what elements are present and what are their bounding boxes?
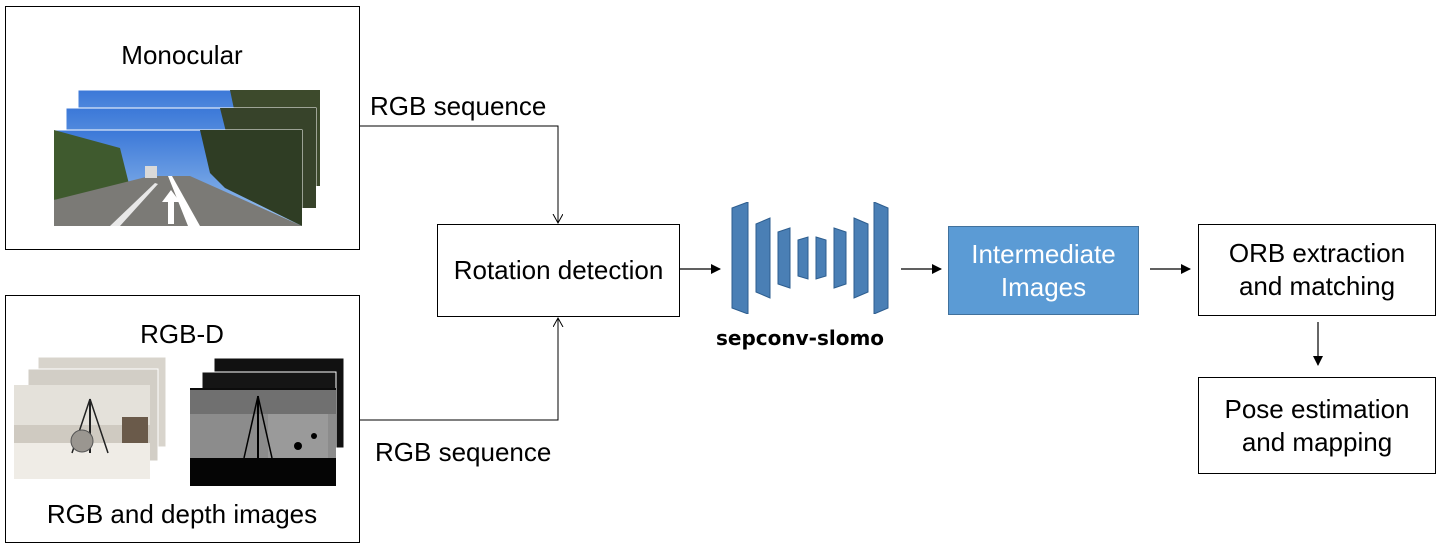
rgbd-caption: RGB and depth images	[46, 499, 318, 529]
pose-line-1: Pose estimation	[1224, 393, 1410, 424]
rgbd-to-rotation-arrow	[360, 318, 558, 421]
monocular-to-rotation-arrow	[360, 125, 558, 223]
encoder-decoder-network-icon	[731, 202, 889, 314]
rgb-image-stack	[14, 356, 167, 479]
intermediate-line-2: Images	[1000, 271, 1087, 302]
intermediate-line-1: Intermediate	[971, 238, 1116, 269]
network-name: sepconv-slomo	[716, 326, 885, 350]
depth-image-front	[190, 388, 336, 486]
pose-estimation-box: Pose estimation and mapping	[1198, 377, 1436, 474]
pose-line-2: and mapping	[1241, 426, 1393, 457]
rgbd-title: RGB-D	[140, 319, 224, 349]
rotation-detection-label: Rotation detection	[453, 255, 664, 285]
monocular-title: Monocular	[121, 40, 243, 70]
rgb-image-front	[14, 385, 150, 479]
orb-line-1: ORB extraction	[1228, 238, 1406, 268]
orb-extraction-box: ORB extraction and matching	[1198, 224, 1436, 316]
rotation-detection-box: Rotation detection	[437, 224, 680, 317]
rgb-sequence-label-bottom: RGB sequence	[375, 437, 552, 467]
road-frame-front	[53, 129, 303, 227]
monocular-frame-stack	[53, 89, 321, 227]
depth-image-stack	[190, 357, 345, 486]
intermediate-images-box: Intermediate Images	[948, 226, 1139, 315]
rgb-sequence-label-top: RGB sequence	[370, 91, 547, 121]
orb-line-2: and matching	[1238, 271, 1396, 301]
